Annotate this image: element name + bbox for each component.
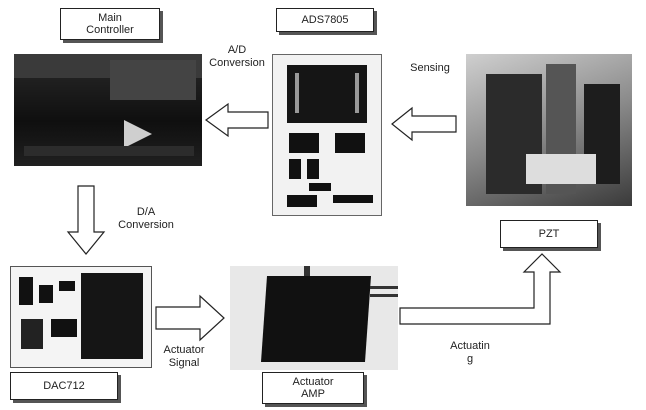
arrow-left-ad	[204, 102, 269, 138]
main-controller-label: Main Controller	[60, 8, 160, 40]
sensing-caption: Sensing	[410, 62, 450, 74]
arrow-right-actuator-signal	[155, 294, 225, 342]
ads7805-board-photo	[272, 54, 382, 216]
actuating-caption: Actuatin g	[450, 340, 490, 365]
actuator-amp-photo	[230, 266, 398, 370]
dac712-label: DAC712	[10, 372, 118, 400]
arrow-left-sensing	[391, 106, 457, 142]
pzt-photo	[466, 54, 632, 206]
da-conversion-caption: D/A Conversion	[118, 206, 174, 231]
pzt-label: PZT	[500, 220, 598, 248]
arrow-elbow-actuating	[399, 253, 562, 325]
ads7805-label: ADS7805	[276, 8, 374, 32]
main-controller-photo	[14, 54, 202, 166]
ad-conversion-caption: A/D Conversion	[209, 44, 265, 69]
dac712-board-photo	[10, 266, 152, 368]
arrow-down-da	[66, 185, 106, 255]
actuator-signal-caption: Actuator Signal	[163, 344, 205, 369]
actuator-amp-label: Actuator AMP	[262, 372, 364, 404]
